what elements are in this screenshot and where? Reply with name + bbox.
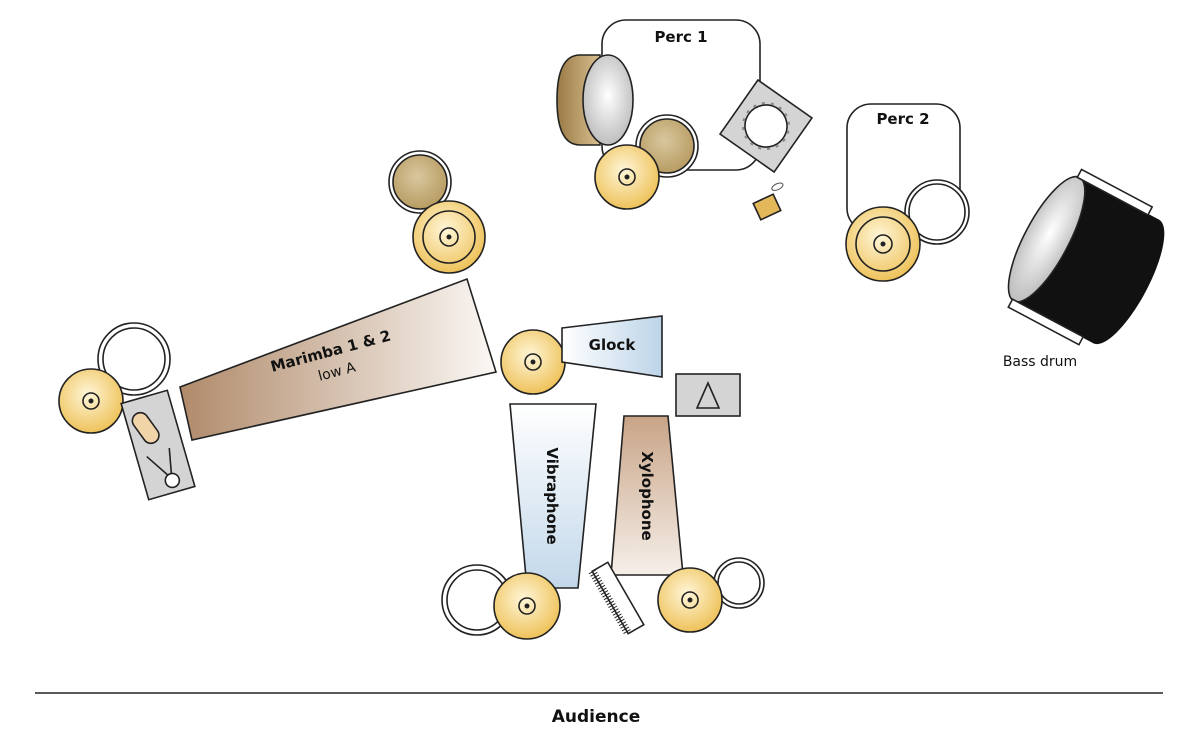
brush-rack bbox=[588, 561, 645, 636]
marimba: Marimba 1 & 2 low A bbox=[179, 277, 498, 441]
perc2-label: Perc 2 bbox=[876, 110, 929, 128]
cymbal-icon bbox=[657, 567, 723, 633]
drum-icon bbox=[904, 179, 970, 245]
trap-table bbox=[120, 389, 196, 501]
tom-drum bbox=[388, 150, 452, 214]
perc2-area: Perc 2 bbox=[845, 103, 970, 282]
cymbal-icon bbox=[412, 200, 486, 274]
cymbal-icon bbox=[500, 329, 566, 395]
cymbal-icon bbox=[58, 368, 124, 434]
drum-icon bbox=[441, 564, 513, 636]
perc1-label: Perc 1 bbox=[654, 28, 707, 46]
tambourine bbox=[718, 78, 814, 174]
drum-icon bbox=[97, 322, 171, 396]
cymbal-icon bbox=[493, 572, 561, 640]
bass-drum bbox=[1007, 168, 1165, 346]
vibraphone-label: Vibraphone bbox=[543, 447, 561, 544]
glockenspiel: Glock bbox=[561, 315, 663, 378]
cymbal-icon bbox=[594, 144, 660, 210]
xylophone-label: Xylophone bbox=[638, 451, 656, 540]
glock-label: Glock bbox=[589, 336, 637, 354]
cymbal-icon bbox=[845, 206, 921, 282]
drum-icon bbox=[713, 557, 765, 609]
perc1-area: Perc 1 bbox=[556, 19, 814, 221]
vibraphone: Vibraphone bbox=[509, 403, 597, 589]
audience-label: Audience bbox=[552, 707, 641, 727]
bass-drum-label: Bass drum bbox=[1003, 354, 1077, 370]
xylophone: Xylophone bbox=[610, 415, 684, 576]
cowbell bbox=[752, 182, 784, 221]
snare-drum bbox=[556, 54, 634, 146]
triangle-icon bbox=[675, 373, 741, 417]
